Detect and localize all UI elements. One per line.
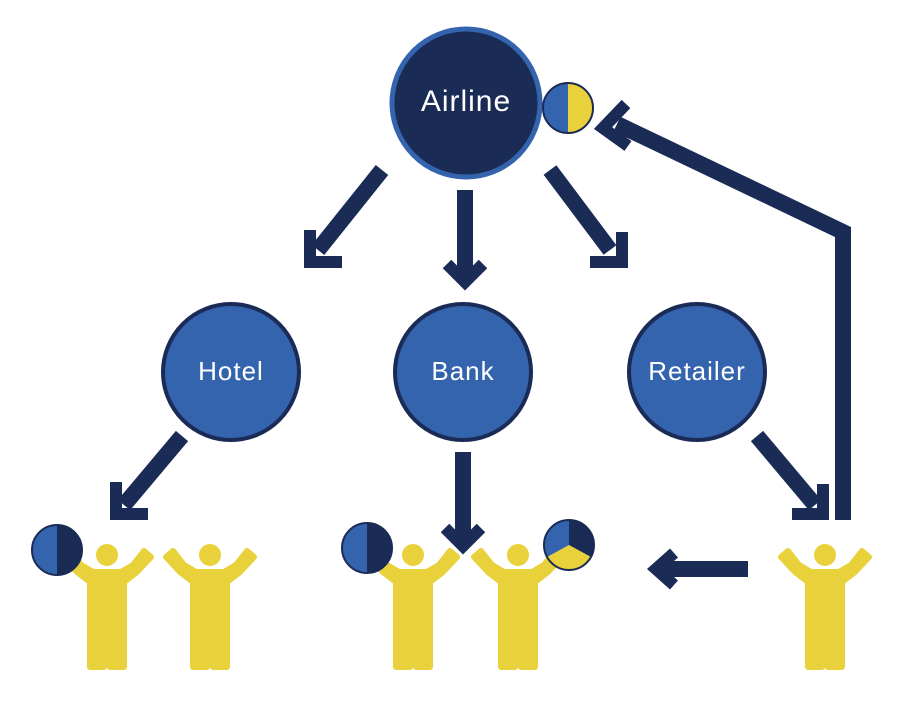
arrow-customer-to-airline (593, 99, 851, 520)
arrow-customer-to-customer (646, 548, 748, 590)
arrow-airline-to-retailer (543, 165, 628, 268)
node-hotel: Hotel (161, 302, 301, 442)
person-icon-retailer-customer (781, 544, 869, 667)
node-retailer: Retailer (627, 302, 767, 442)
arrow-airline-to-bank (442, 190, 488, 291)
share-pie-icon-airline (542, 82, 594, 134)
node-bank: Bank (393, 302, 533, 442)
node-retailer-label: Retailer (648, 356, 746, 386)
node-airline: Airline (389, 26, 543, 180)
person-icon-bank-2 (474, 544, 562, 667)
share-pie-icon-hotel-customer (31, 524, 83, 576)
arrow-bank-to-customer (440, 452, 486, 555)
share-pie-icon-bank-customer-2 (543, 519, 595, 571)
arrow-retailer-to-customer (750, 430, 829, 520)
node-airline-label: Airline (421, 85, 511, 118)
arrow-hotel-to-customer (110, 430, 189, 520)
person-icon-hotel-2 (166, 544, 254, 667)
share-pie-icon-bank-customer-1 (341, 522, 393, 574)
node-bank-label: Bank (431, 356, 494, 386)
node-hotel-label: Hotel (198, 356, 264, 386)
arrow-airline-to-hotel (304, 165, 389, 268)
